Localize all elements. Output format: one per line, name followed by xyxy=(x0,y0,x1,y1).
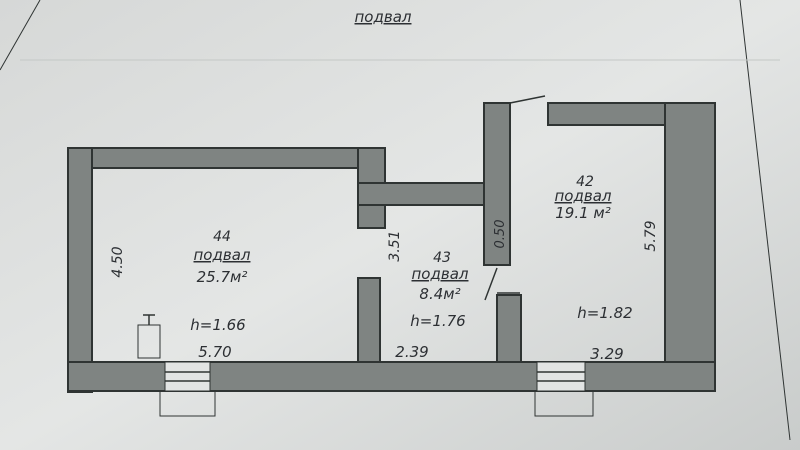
walls xyxy=(67,102,716,393)
entrance-right xyxy=(534,361,594,417)
room-42-area: 19.1 м² xyxy=(555,204,611,222)
room-44-number: 44 xyxy=(213,229,231,245)
room-43-number: 43 xyxy=(433,250,451,266)
dim-room44-width: 5.70 xyxy=(198,343,231,361)
room-44-area: 25.7м² xyxy=(197,268,248,286)
equipment-symbol xyxy=(137,314,161,359)
dim-room43-height: 3.51 xyxy=(387,230,403,261)
dim-room42-width: 3.29 xyxy=(590,345,623,363)
room-44-height: h=1.66 xyxy=(190,316,245,334)
dim-room44-height: 4.50 xyxy=(110,246,126,277)
plan-title: подвал xyxy=(355,8,412,26)
room-42-number: 42 xyxy=(576,174,594,190)
dim-room42-height: 5.79 xyxy=(643,220,659,251)
room-43-name: подвал xyxy=(412,265,469,283)
room-43-area: 8.4м² xyxy=(419,285,460,303)
room-43-height: h=1.76 xyxy=(410,312,465,330)
room-42-height: h=1.82 xyxy=(577,304,632,322)
dim-room43-width: 2.39 xyxy=(395,343,428,361)
room-42-name: подвал xyxy=(555,187,612,205)
entrance-left xyxy=(159,361,216,417)
dim-wall-thickness: 0.50 xyxy=(493,220,508,249)
room-44-name: подвал xyxy=(194,246,251,264)
